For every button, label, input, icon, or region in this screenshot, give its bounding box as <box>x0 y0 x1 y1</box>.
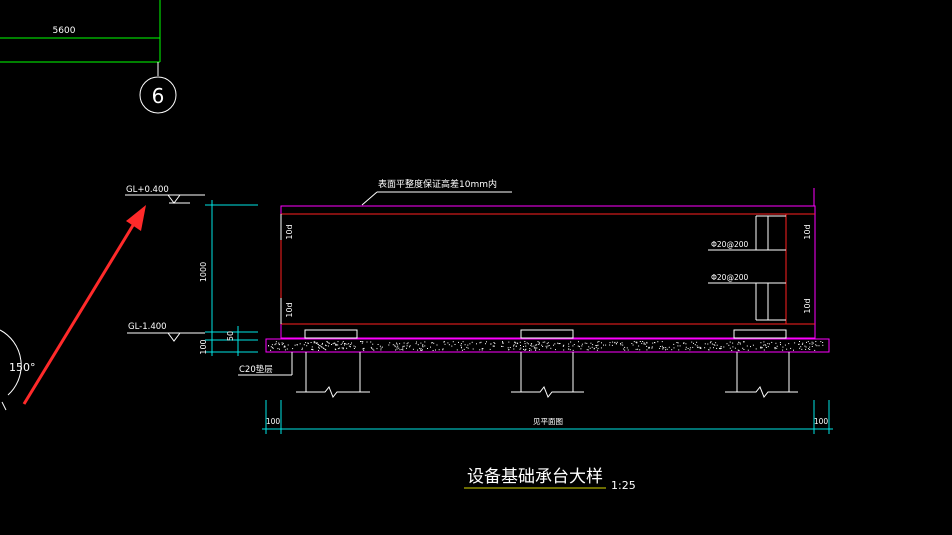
elevation-marker-bottom: GL-1.400 <box>127 322 205 342</box>
dim-cover-text: 50 <box>226 331 235 341</box>
marker-right-bottom: 10d <box>803 298 812 313</box>
drawing-title-text: 设备基础承台大样 <box>467 467 603 487</box>
axis-grid-fragment: 5600 <box>0 0 161 76</box>
pile-right <box>725 329 798 398</box>
dim-height-text: 1000 <box>199 262 208 282</box>
drawing-title: 设备基础承台大样 1:25 <box>464 467 636 492</box>
elevation-marker-top: GL+0.400 <box>125 185 205 204</box>
concrete-hatch <box>268 341 824 351</box>
bottom-dim-right: 100 <box>814 417 829 426</box>
rebar-callout-lower: Φ20@200 <box>708 273 786 321</box>
drawing-scale-text: 1:25 <box>611 479 636 492</box>
base-concrete-bed <box>265 338 830 353</box>
dim-base-text: 100 <box>199 339 208 354</box>
base-concrete-note: C20垫层 <box>238 352 293 376</box>
rebar-upper-label: Φ20@200 <box>711 240 748 249</box>
marker-left-top: 10d <box>285 224 294 239</box>
angle-arc: 150° <box>0 329 36 411</box>
foundation-block <box>280 188 816 339</box>
surface-note: 表面平整度保证高差10mm内 <box>361 178 512 206</box>
elevation-top-label: GL+0.400 <box>126 185 169 195</box>
base-concrete-note-text: C20垫层 <box>239 364 273 375</box>
bottom-dimension-chain: 100 见平面图 100 <box>262 400 833 434</box>
pile-left <box>296 329 370 398</box>
angle-label: 150° <box>9 361 36 374</box>
red-annotation-arrow <box>22 205 146 405</box>
marker-right-top: 10d <box>803 224 812 239</box>
side-markers: 10d 10d 10d 10d <box>285 224 812 317</box>
elevation-bottom-label: GL-1.400 <box>128 322 167 332</box>
axis-bubble: 6 <box>139 76 177 114</box>
pile-middle <box>511 329 584 398</box>
left-dimension-chain: 1000 50 100 <box>199 200 258 356</box>
rebar-lower-label: Φ20@200 <box>711 273 748 282</box>
top-dimension-text: 5600 <box>53 26 76 36</box>
marker-left-bottom: 10d <box>285 302 294 317</box>
surface-note-text: 表面平整度保证高差10mm内 <box>378 178 497 190</box>
bottom-dim-middle: 见平面图 <box>533 417 563 426</box>
bottom-dim-left: 100 <box>266 417 281 426</box>
rebar-callout-upper: Φ20@200 <box>708 215 786 251</box>
axis-bubble-label: 6 <box>152 84 165 108</box>
